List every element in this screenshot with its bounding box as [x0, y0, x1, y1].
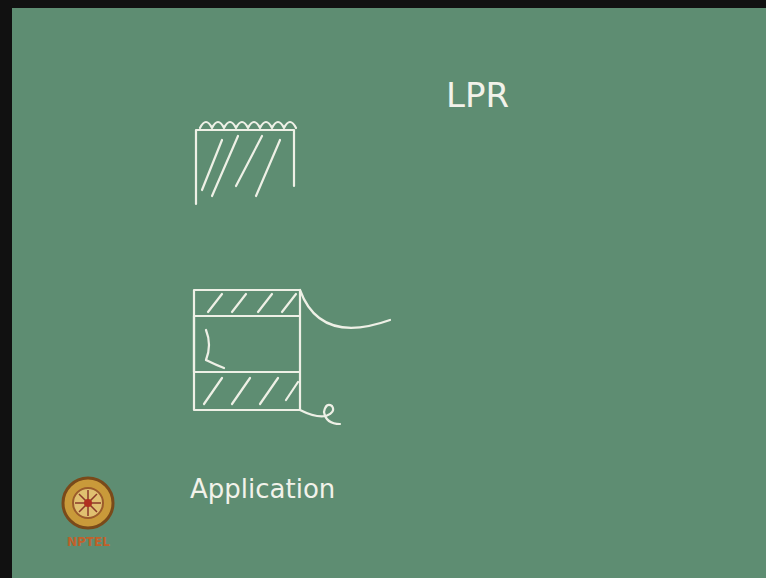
board-frame-top — [0, 0, 766, 8]
cell-cross-section — [194, 290, 390, 424]
logo-text: NPTEL — [67, 536, 110, 548]
board-heading: LPR — [446, 78, 509, 112]
board-frame-left — [0, 0, 12, 578]
nptel-logo — [63, 478, 113, 528]
board-note: Application — [190, 476, 335, 502]
scalloped-specimen — [196, 122, 296, 204]
